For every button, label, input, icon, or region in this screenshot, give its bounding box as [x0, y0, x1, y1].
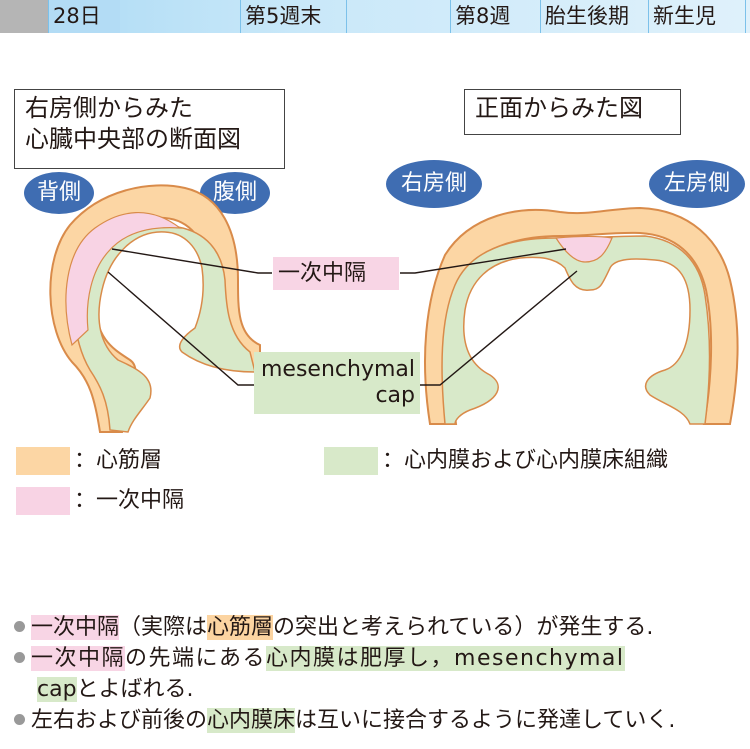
legend-label-myocardium: ：心筋層 [74, 448, 163, 473]
callout-mesenchymal-cap: mesenchymal cap [254, 352, 420, 414]
bullet-text: は互いに接合するように発達していく. [295, 708, 676, 733]
callout-cap-line1: mesenchymal [261, 357, 415, 382]
left-heart-section [49, 184, 261, 433]
bullet-text: とよばれる. [76, 677, 194, 702]
leader-left-cap [107, 271, 256, 386]
highlight-septum: 一次中隔 [31, 615, 120, 640]
pill-right-atrium-side: 右房側 [386, 160, 482, 208]
bullet-item-2-continued: capとよばれる. [8, 674, 748, 705]
right-septum-primum [554, 235, 613, 263]
highlight-septum: 一次中隔 [31, 646, 126, 671]
pill-dorsal: 背側 [24, 172, 94, 214]
bullet-item-1: 一次中隔（実際は心筋層の突出と考えられている）が発生する. [8, 612, 748, 643]
highlight-endocardium: 心内膜は肥厚し，mesenchymal [266, 646, 625, 671]
highlight-endocardial-cushion: 心内膜床 [207, 708, 296, 733]
bullet-dot-icon [14, 652, 25, 663]
right-diagram-title: 正面からみた図 [464, 89, 681, 135]
timeline-cell-week5: 第5週末 [240, 0, 346, 33]
left-title-line2: 心臓中央部の断面図 [25, 125, 241, 153]
legend-label-endocardium: ：心内膜および心内膜床組織 [382, 448, 669, 473]
bullet-item-3: 左右および前後の心内膜床は互いに接合するように発達していく. [8, 705, 748, 736]
bullet-list: 一次中隔（実際は心筋層の突出と考えられている）が発生する. 一次中隔の先端にある… [8, 612, 748, 736]
timeline-divider [346, 0, 347, 33]
timeline-cell-28-days: 28日 [48, 0, 120, 33]
legend-swatch-myocardium [16, 447, 70, 475]
bullet-item-2: 一次中隔の先端にある心内膜は肥厚し，mesenchymal [8, 643, 748, 674]
right-heart-frontal [424, 206, 739, 425]
timeline-past-segment [0, 0, 48, 33]
leader-right-cap [420, 270, 578, 386]
left-diagram-title: 右房側からみた 心臓中央部の断面図 [14, 89, 285, 169]
highlight-cap: cap [37, 677, 77, 702]
bullet-dot-icon [14, 714, 25, 725]
bullet-text: （実際は [119, 615, 208, 640]
leader-right-septum [400, 248, 567, 274]
legend-swatch-endocardium [324, 447, 378, 475]
callout-septum-primum: 一次中隔 [273, 257, 399, 290]
timeline-cell-newborn: 新生児 [648, 0, 746, 33]
bullet-text: の突出と考えられている）が発生する. [273, 615, 654, 640]
callout-cap-line2: cap [375, 383, 415, 408]
bullet-dot-icon [14, 621, 25, 632]
right-endocardium [441, 235, 711, 425]
bullet-text: 左右および前後の [31, 708, 208, 733]
leader-lines [107, 248, 578, 386]
highlight-myocardium: 心筋層 [207, 615, 274, 640]
left-septum-primum [65, 212, 182, 347]
timeline-cell-week8: 第8週 [450, 0, 540, 33]
timeline-bar: 28日 第5週末 第8週 胎生後期 新生児 [0, 0, 750, 33]
legend-swatch-septum [16, 487, 70, 515]
pill-left-atrium-side: 左房側 [649, 160, 745, 208]
leader-left-septum [111, 248, 272, 274]
timeline-cell-late-fetal: 胎生後期 [540, 0, 648, 33]
bullet-text: の先端にある [125, 646, 267, 671]
left-title-line1: 右房側からみた [25, 94, 193, 122]
legend-label-septum: ：一次中隔 [74, 488, 185, 513]
right-title-text: 正面からみた図 [475, 94, 643, 122]
pill-ventral: 腹側 [200, 172, 270, 214]
